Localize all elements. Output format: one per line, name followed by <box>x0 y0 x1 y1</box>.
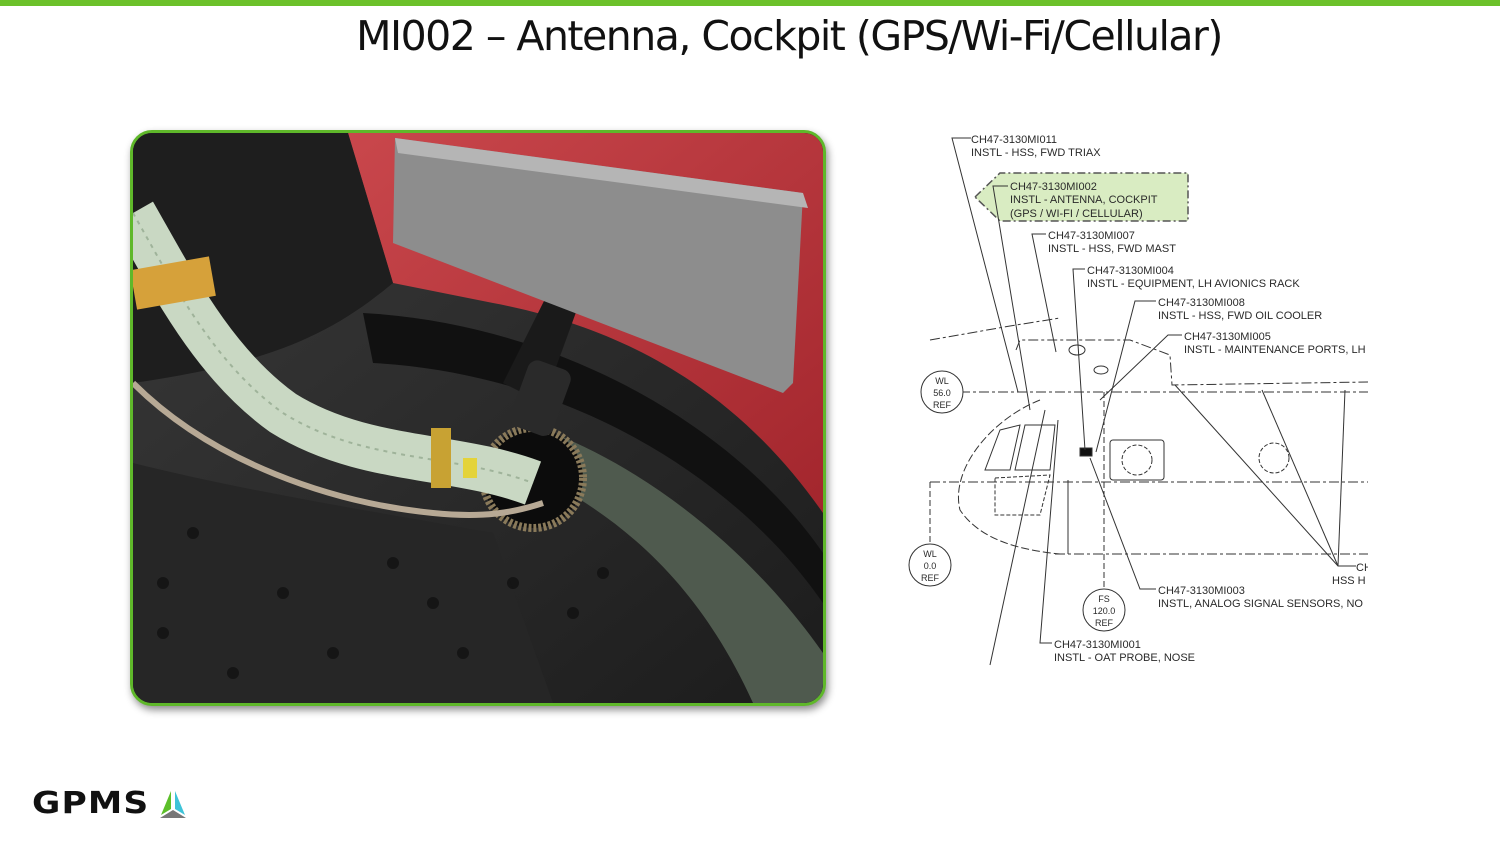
ref-label: 120.0 <box>1093 606 1116 616</box>
callout-desc: INSTL - EQUIPMENT, LH AVIONICS RACK <box>1087 278 1300 290</box>
cockpit-antenna-photo <box>130 130 826 706</box>
logo-text: GPMS <box>32 786 150 821</box>
callout-id: CH47-3130MI004 <box>1087 265 1174 277</box>
callout-id: CH47-3130MI003 <box>1158 585 1245 597</box>
slide-title: MI002 – Antenna, Cockpit (GPS/Wi-Fi/Cell… <box>356 12 1223 60</box>
callout-desc: INSTL - HSS, FWD TRIAX <box>971 147 1101 159</box>
highlighted-callout-box <box>973 172 1189 222</box>
callout-desc: INSTL - ANTENNA, COCKPIT <box>1010 194 1158 206</box>
callout-id: CH47-3130MI001 <box>1054 639 1141 651</box>
callout-desc: INSTL - HSS, FWD MAST <box>1048 243 1176 255</box>
ref-label: 56.0 <box>933 388 951 398</box>
callout-desc: INSTL - MAINTENANCE PORTS, LH <box>1184 344 1366 356</box>
logo-mark-icon <box>160 790 187 818</box>
callout-desc: (GPS / WI-FI / CELLULAR) <box>1010 208 1143 220</box>
accent-bar <box>0 0 1500 6</box>
ref-label: REF <box>933 400 952 410</box>
callout-desc: HSS H <box>1332 575 1366 587</box>
ref-label: FS <box>1098 594 1110 604</box>
ref-label: REF <box>921 573 940 583</box>
gpms-logo: GPMS <box>32 786 190 821</box>
callout-desc: INSTL - OAT PROBE, NOSE <box>1054 652 1195 664</box>
ref-label: WL <box>923 549 937 559</box>
callout-id: CH <box>1356 562 1372 574</box>
ref-label: WL <box>935 376 949 386</box>
antenna-location-diagram: CH47-3130MI011 INSTL - HSS, FWD TRIAX CH… <box>908 134 1372 666</box>
callout-desc: INSTL, ANALOG SIGNAL SENSORS, NO <box>1158 598 1363 610</box>
callout-desc: INSTL - HSS, FWD OIL COOLER <box>1158 310 1322 322</box>
ref-label: 0.0 <box>924 561 937 571</box>
callout-id: CH47-3130MI011 <box>971 134 1057 146</box>
callout-id: CH47-3130MI002 <box>1010 181 1097 193</box>
callout-id: CH47-3130MI007 <box>1048 230 1135 242</box>
ref-label: REF <box>1095 618 1114 628</box>
callout-id: CH47-3130MI005 <box>1184 331 1271 343</box>
callout-id: CH47-3130MI008 <box>1158 297 1245 309</box>
